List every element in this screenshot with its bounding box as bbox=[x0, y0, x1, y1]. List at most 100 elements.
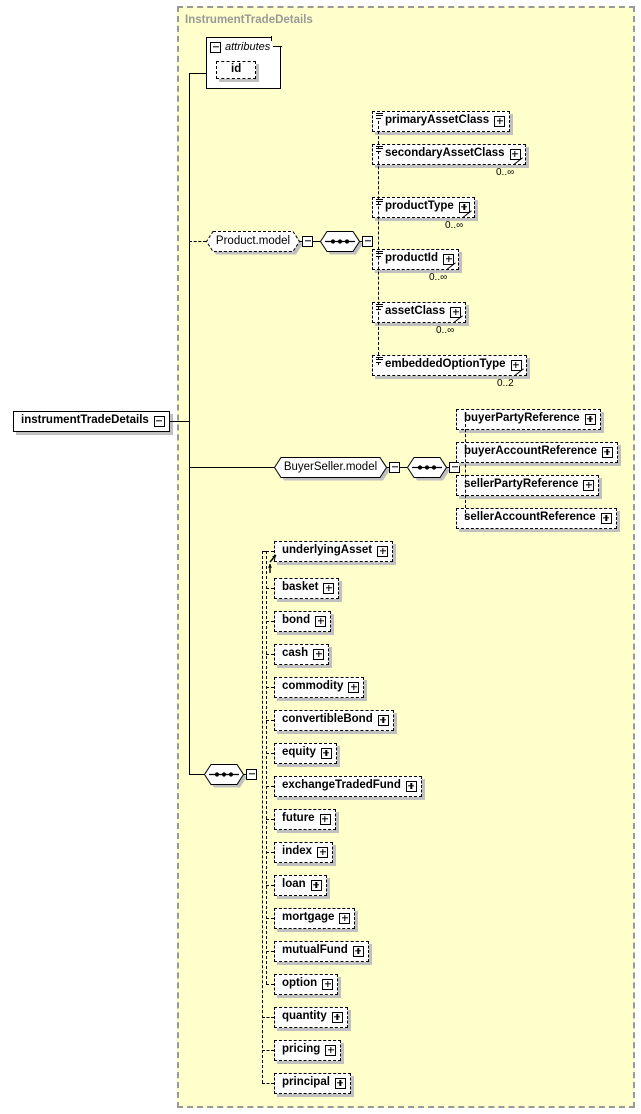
buyerseller-toggle-line bbox=[387, 467, 389, 468]
sequence-to-choice-line bbox=[262, 551, 266, 552]
sequence-compositor-buyerseller[interactable] bbox=[406, 456, 450, 480]
expand-icon[interactable] bbox=[509, 148, 521, 160]
element-bond[interactable]: bond bbox=[274, 610, 332, 632]
choice-branch-13 bbox=[266, 984, 274, 985]
trunk-to-attributes-line bbox=[189, 73, 206, 74]
expand-icon[interactable] bbox=[352, 945, 364, 957]
buyerseller-collapse-icon[interactable] bbox=[389, 461, 400, 473]
element-label: loan bbox=[282, 878, 306, 891]
expand-icon[interactable] bbox=[600, 512, 612, 524]
expand-icon[interactable] bbox=[405, 780, 417, 792]
productmodel-to-sequence-line bbox=[313, 241, 320, 242]
expand-icon[interactable] bbox=[331, 1011, 343, 1023]
element-loan[interactable]: loan bbox=[274, 874, 327, 896]
expand-icon[interactable] bbox=[310, 879, 322, 891]
expand-icon[interactable] bbox=[322, 978, 334, 990]
tail-branch-quantity bbox=[262, 1017, 274, 1018]
element-cash[interactable]: cash bbox=[274, 643, 330, 665]
product-sequence-collapse-icon[interactable] bbox=[362, 235, 373, 247]
group-product-model[interactable]: Product.model bbox=[205, 230, 303, 254]
productmodel-toggle-line bbox=[300, 241, 302, 242]
element-label: equity bbox=[282, 746, 316, 759]
main-sequence-collapse-icon[interactable] bbox=[246, 768, 257, 780]
expand-icon[interactable] bbox=[325, 1044, 337, 1056]
element-label: sellerPartyReference bbox=[464, 478, 579, 491]
tail-branch-principal bbox=[262, 1083, 274, 1084]
sequence-compositor-product[interactable] bbox=[319, 230, 363, 254]
expand-icon[interactable] bbox=[323, 582, 335, 594]
element-equity[interactable]: equity bbox=[274, 742, 337, 764]
attribute-id[interactable]: id bbox=[216, 61, 257, 79]
element-primaryassetclass[interactable]: primaryAssetClass bbox=[372, 110, 511, 132]
expand-icon[interactable] bbox=[494, 115, 506, 127]
expand-icon[interactable] bbox=[317, 846, 329, 858]
element-mortgage[interactable]: mortgage bbox=[274, 907, 356, 929]
expand-icon[interactable] bbox=[584, 413, 596, 425]
expand-icon[interactable] bbox=[348, 681, 360, 693]
element-secondaryassetclass[interactable]: secondaryAssetClass bbox=[372, 143, 526, 165]
element-quantity[interactable]: quantity bbox=[274, 1006, 348, 1028]
expand-icon[interactable] bbox=[601, 446, 613, 458]
element-label: pricing bbox=[282, 1043, 321, 1056]
expand-icon[interactable] bbox=[443, 253, 455, 265]
expand-icon[interactable] bbox=[450, 306, 462, 318]
expand-icon[interactable] bbox=[458, 201, 470, 213]
expand-icon[interactable] bbox=[510, 359, 522, 371]
element-future[interactable]: future bbox=[274, 808, 336, 830]
main-sequence-spine bbox=[262, 551, 263, 1083]
element-productid[interactable]: productId bbox=[372, 248, 460, 270]
mainsequence-toggle-line bbox=[244, 774, 246, 775]
expand-icon[interactable] bbox=[583, 479, 595, 491]
buyerseller-sequence-collapse-icon[interactable] bbox=[449, 461, 460, 473]
collapse-icon[interactable] bbox=[210, 41, 221, 53]
expand-icon[interactable] bbox=[377, 545, 389, 557]
root-element-instrumenttradedetails[interactable]: instrumentTradeDetails bbox=[13, 410, 170, 432]
element-underlyingasset[interactable]: underlyingAsset bbox=[274, 540, 394, 562]
trunk-to-buyersellermodel-line bbox=[189, 467, 274, 468]
element-label: embeddedOptionType bbox=[385, 358, 506, 371]
sequence-compositor-main[interactable] bbox=[203, 763, 247, 787]
collapse-icon[interactable] bbox=[153, 415, 165, 427]
choice-children-spine bbox=[266, 551, 267, 984]
expand-icon[interactable] bbox=[319, 813, 331, 825]
trunk-to-mainsequence-line bbox=[189, 774, 204, 775]
element-basket[interactable]: basket bbox=[274, 577, 340, 599]
element-principal[interactable]: principal bbox=[274, 1072, 351, 1094]
choice-branch-12 bbox=[266, 951, 274, 952]
element-assetclass[interactable]: assetClass bbox=[372, 301, 467, 323]
choice-branch-0 bbox=[266, 551, 274, 552]
element-commodity[interactable]: commodity bbox=[274, 676, 365, 698]
element-option[interactable]: option bbox=[274, 973, 339, 995]
attribute-label: id bbox=[231, 63, 242, 76]
expand-icon[interactable] bbox=[339, 912, 351, 924]
element-sellerpartyreference[interactable]: sellerPartyReference bbox=[456, 474, 600, 496]
choice-branch-8 bbox=[266, 819, 274, 820]
expand-icon[interactable] bbox=[315, 615, 327, 627]
expand-icon[interactable] bbox=[377, 714, 389, 726]
type-container-title: InstrumentTradeDetails bbox=[185, 14, 313, 26]
element-exchangetradedfund[interactable]: exchangeTradedFund bbox=[274, 775, 422, 797]
group-buyerseller-model[interactable]: BuyerSeller.model bbox=[273, 456, 390, 480]
productmodel-collapse-icon[interactable] bbox=[302, 235, 313, 247]
element-convertiblebond[interactable]: convertibleBond bbox=[274, 709, 394, 731]
buyerseller-children-spine bbox=[465, 419, 466, 518]
element-label: mutualFund bbox=[282, 944, 348, 957]
choice-branch-2 bbox=[266, 621, 274, 622]
element-label: principal bbox=[282, 1076, 330, 1089]
main-trunk-line bbox=[189, 73, 190, 774]
element-buyeraccountreference[interactable]: buyerAccountReference bbox=[456, 441, 618, 463]
choice-branch-3 bbox=[266, 654, 274, 655]
element-index[interactable]: index bbox=[274, 841, 334, 863]
element-embeddedoptiontype[interactable]: embeddedOptionType bbox=[372, 354, 527, 376]
element-producttype[interactable]: productType bbox=[372, 196, 475, 218]
element-mutualfund[interactable]: mutualFund bbox=[274, 940, 369, 962]
expand-icon[interactable] bbox=[320, 747, 332, 759]
element-pricing[interactable]: pricing bbox=[274, 1039, 342, 1061]
element-buyerpartyreference[interactable]: buyerPartyReference bbox=[456, 408, 601, 430]
element-label: instrumentTradeDetails bbox=[21, 414, 149, 427]
attributes-header[interactable]: attributes bbox=[210, 41, 274, 53]
expand-icon[interactable] bbox=[334, 1077, 346, 1089]
expand-icon[interactable] bbox=[313, 648, 325, 660]
element-selleraccountreference[interactable]: sellerAccountReference bbox=[456, 507, 617, 529]
